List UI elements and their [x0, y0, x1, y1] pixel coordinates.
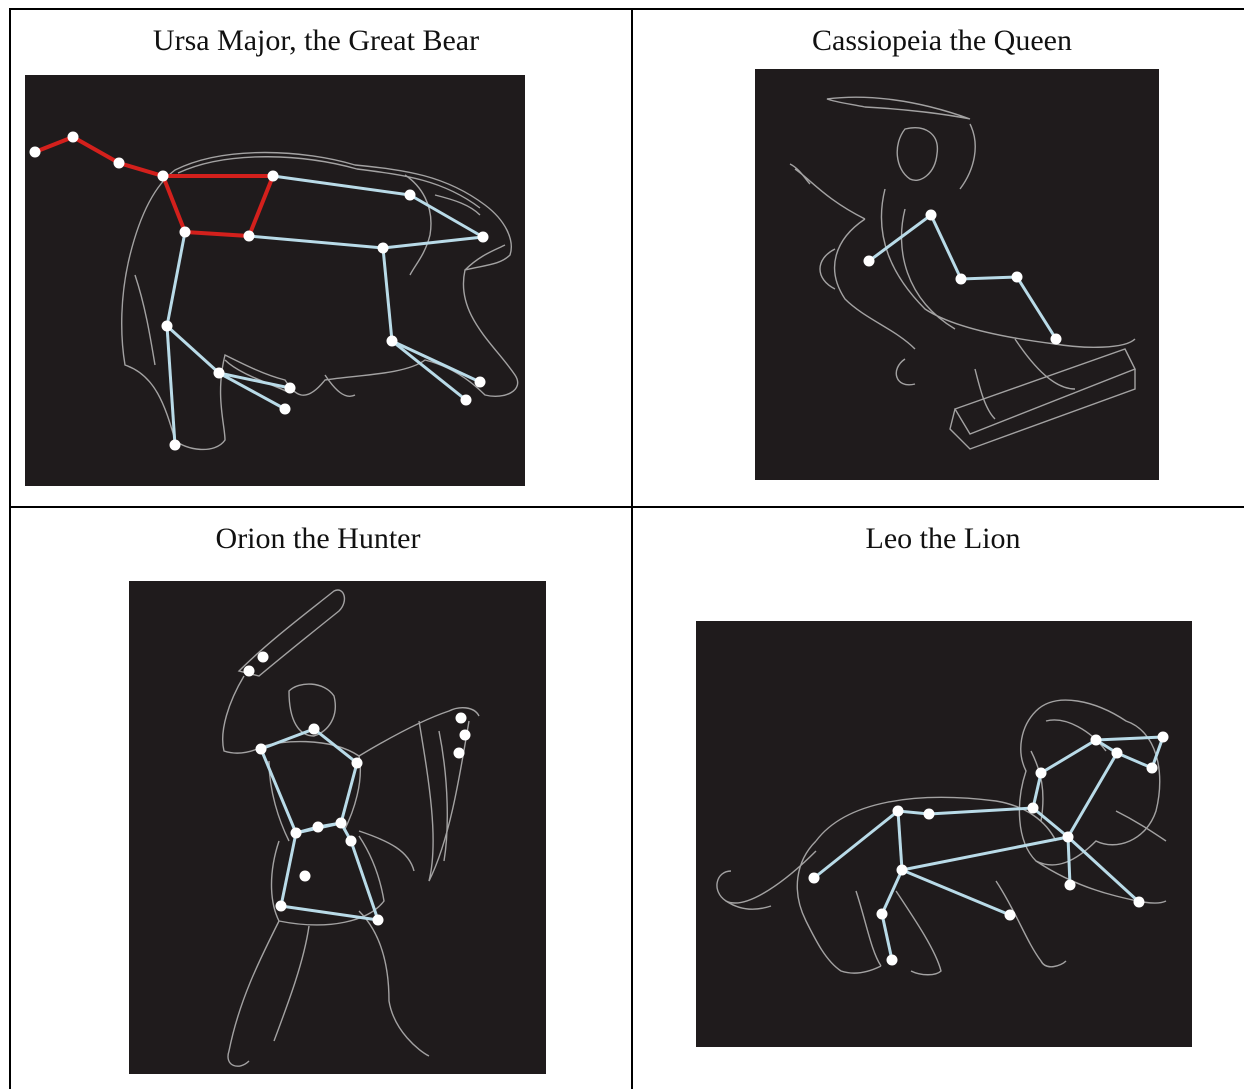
queen-sketch	[790, 97, 1135, 449]
cassiopeia-svg	[755, 69, 1159, 480]
border-left	[9, 8, 11, 1089]
leo-svg	[696, 621, 1192, 1047]
cassiopeia-illustration	[755, 69, 1159, 480]
cassiopeia-title: Cassiopeia the Queen	[812, 24, 1072, 58]
leo-illustration	[696, 621, 1192, 1047]
orion-illustration	[129, 581, 546, 1074]
divider-vertical	[631, 8, 633, 1089]
orion-title: Orion the Hunter	[216, 522, 421, 556]
ursa-major-title: Ursa Major, the Great Bear	[153, 24, 479, 58]
leo-stars	[809, 732, 1169, 966]
divider-horizontal	[9, 506, 1244, 508]
orion-svg	[129, 581, 546, 1074]
bear-star-lines	[167, 176, 483, 445]
big-dipper-lines	[35, 137, 273, 236]
ursa-major-illustration	[25, 75, 525, 486]
border-top	[9, 8, 1244, 10]
cassiopeia-stars	[864, 210, 1062, 345]
leo-title: Leo the Lion	[866, 522, 1021, 556]
bear-sketch	[122, 153, 518, 450]
ursa-major-svg	[25, 75, 525, 486]
